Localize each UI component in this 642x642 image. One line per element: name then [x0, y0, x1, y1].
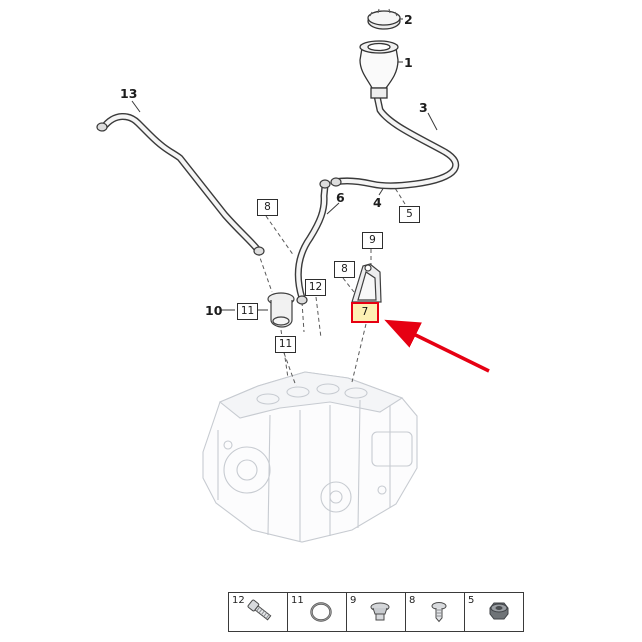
- callout-11-lower[interactable]: 11: [275, 336, 296, 353]
- callout-9[interactable]: 9: [362, 232, 383, 249]
- flange-nut-icon: [489, 602, 509, 620]
- legend-number: 5: [468, 595, 475, 606]
- fastener-legend: 12 11 9 8: [228, 592, 524, 632]
- legend-number: 9: [350, 595, 357, 606]
- fitting-drawing: [267, 292, 295, 328]
- callout-4[interactable]: 4: [373, 195, 382, 210]
- dashed-leader-lines: [257, 187, 406, 387]
- callout-5[interactable]: 5: [399, 206, 420, 223]
- bracket-drawing: [351, 263, 382, 303]
- cap-drawing: [367, 8, 401, 30]
- legend-item-8[interactable]: 8: [406, 593, 465, 631]
- engine-block-drawing: [202, 371, 418, 543]
- legend-item-12[interactable]: 12: [229, 593, 288, 631]
- highlighted-callout-7[interactable]: 7: [351, 302, 379, 323]
- legend-item-9[interactable]: 9: [347, 593, 406, 631]
- callout-3[interactable]: 3: [419, 100, 428, 115]
- hose-3-4-drawing: [330, 92, 460, 190]
- callout-2[interactable]: 2: [404, 12, 413, 27]
- expansion-tank-drawing: [359, 40, 399, 99]
- callout-8-lower[interactable]: 8: [334, 261, 355, 278]
- legend-item-11[interactable]: 11: [288, 593, 347, 631]
- o-ring-icon: [310, 602, 332, 622]
- hose-13-drawing: [96, 113, 265, 256]
- callout-11-left[interactable]: 11: [237, 303, 258, 320]
- callout-13[interactable]: 13: [120, 86, 138, 101]
- hose-6-drawing: [294, 179, 331, 305]
- plug-screw-icon: [370, 602, 390, 621]
- legend-number: 8: [409, 595, 416, 606]
- legend-item-5[interactable]: 5: [465, 593, 523, 631]
- callout-10[interactable]: 10: [205, 303, 223, 318]
- pan-head-screw-icon: [431, 602, 447, 623]
- callout-8-upper[interactable]: 8: [257, 199, 278, 216]
- callout-12[interactable]: 12: [305, 279, 326, 296]
- flange-bolt-icon: [247, 599, 272, 621]
- legend-number: 11: [291, 595, 304, 606]
- red-pointer-arrow: [384, 319, 490, 373]
- callout-1[interactable]: 1: [404, 55, 413, 70]
- legend-number: 12: [232, 595, 245, 606]
- callout-6[interactable]: 6: [336, 190, 345, 205]
